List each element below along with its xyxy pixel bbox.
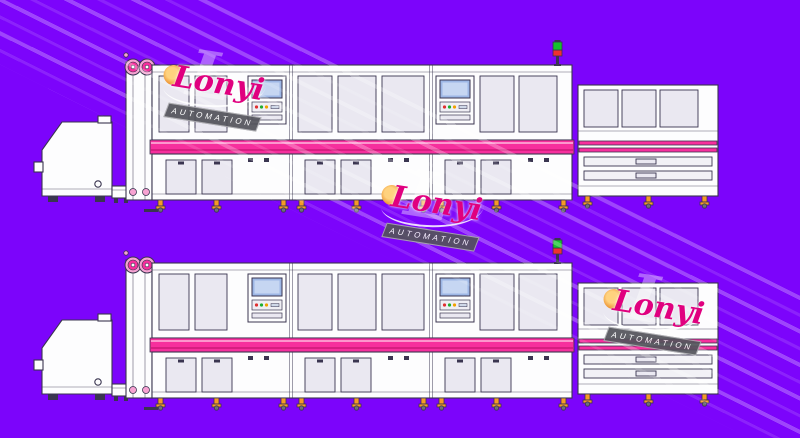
caster-foot [643,393,654,407]
caster-foot [418,199,429,213]
signal-green-light [552,41,563,51]
elevator-conveyor [123,52,156,201]
caster-foot [351,199,362,213]
caster-foot [699,393,710,407]
caster-foot [699,195,710,209]
elevator-conveyor [123,250,156,399]
window-panel [297,273,333,331]
process-line [149,238,575,411]
rail-stripe [578,338,718,344]
control-monitor [247,273,287,323]
cabinet-door [340,357,372,393]
sprocket-wheel-small [142,386,150,394]
window-panel [518,273,558,331]
window-panel [659,89,699,128]
window-panel [479,273,515,331]
cabinet-door [480,159,512,195]
window-panel [194,75,228,133]
window-panel [337,273,377,331]
caster-foot [491,397,502,411]
hopper-foot [95,196,105,202]
rail-stripe [578,147,718,153]
caster-foot [296,397,307,411]
cabinet-door [444,357,476,393]
window-panel [583,287,619,326]
window-panel [381,273,425,331]
caster-foot [491,199,502,213]
hopper-feeder [33,313,113,400]
hopper-foot [48,394,58,400]
hopper-knob [94,378,102,386]
sprocket-wheel-small [129,188,137,196]
conveyor-band [149,139,575,155]
caster-foot [418,397,429,411]
signal-tower [552,40,563,66]
drawer-handle [635,356,657,363]
window-panel [158,273,190,331]
caster-foot [351,397,362,411]
production-line-row [0,40,800,215]
cabinet-door [444,159,476,195]
caster-foot [211,199,222,213]
control-monitor [247,75,287,125]
window-panel [381,75,425,133]
hopper-foot [95,394,105,400]
caster-foot [558,199,569,213]
caster-foot [278,397,289,411]
caster-foot [211,397,222,411]
caster-foot [296,199,307,213]
window-panel [479,75,515,133]
rail-stripe [578,140,718,146]
production-line-row [0,238,800,413]
window-panel [518,75,558,133]
hopper-feeder [33,115,113,202]
cabinet-door [480,357,512,393]
window-panel [337,75,377,133]
cabinet-door [304,159,336,195]
cabinet-door [201,159,233,195]
signal-red-light [552,247,563,255]
window-panel [621,89,657,128]
caster-foot [582,195,593,209]
window-panel [583,89,619,128]
cabinet-door [165,357,197,393]
signal-tower [552,238,563,264]
control-monitor [435,75,475,125]
caster-foot [436,199,447,213]
signal-green-light [552,239,563,249]
cabinet-door [304,357,336,393]
conveyor-band [149,337,575,353]
signal-red-light [552,49,563,57]
unloading-station [577,282,719,407]
production-line-drawing [33,40,719,213]
cabinet-door [340,159,372,195]
caster-foot [643,195,654,209]
drawer-handle [635,370,657,377]
rail-stripe [578,345,718,351]
window-panel [621,287,657,326]
control-monitor [435,273,475,323]
process-line [149,40,575,213]
window-panel [659,287,699,326]
cabinet-door [165,159,197,195]
window-panel [158,75,190,133]
sprocket-wheel-small [129,386,137,394]
drawer-handle [635,172,657,179]
sprocket-wheel-small [142,188,150,196]
caster-foot [278,199,289,213]
window-panel [297,75,333,133]
window-panel [194,273,228,331]
caster-foot [558,397,569,411]
production-line-drawing [33,238,719,411]
cabinet-door [201,357,233,393]
caster-foot [582,393,593,407]
hopper-knob [94,180,102,188]
caster-foot [436,397,447,411]
floor-mark [144,407,158,410]
drawer-handle [635,158,657,165]
unloading-station [577,84,719,209]
floor-mark [144,209,158,212]
hopper-foot [48,196,58,202]
